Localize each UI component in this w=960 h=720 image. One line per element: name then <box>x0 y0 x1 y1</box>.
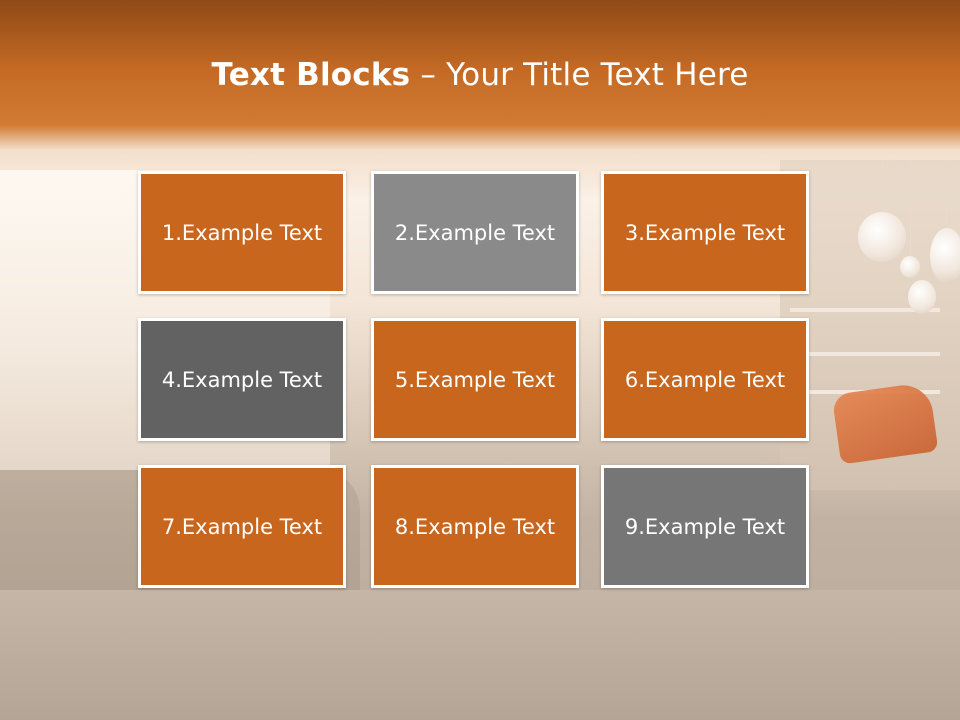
background-chair <box>831 381 939 465</box>
text-block-label: 1.Example Text <box>161 220 323 245</box>
text-block-label: 7.Example Text <box>161 514 323 539</box>
text-block-4[interactable]: 4.Example Text <box>138 318 346 441</box>
text-block-1[interactable]: 1.Example Text <box>138 171 346 294</box>
lamp-wire <box>946 160 947 232</box>
background-rug <box>0 590 960 720</box>
text-block-2[interactable]: 2.Example Text <box>371 171 579 294</box>
text-block-7[interactable]: 7.Example Text <box>138 465 346 588</box>
lamp-wire <box>882 160 883 220</box>
pendant-lamp <box>858 212 906 262</box>
slide-title: Text Blocks – Your Title Text Here <box>0 52 960 98</box>
text-block-label: 9.Example Text <box>624 514 786 539</box>
text-block-3[interactable]: 3.Example Text <box>601 171 809 294</box>
title-bold: Text Blocks <box>211 57 411 93</box>
pendant-lamp <box>908 280 936 314</box>
text-block-label: 4.Example Text <box>161 367 323 392</box>
text-block-label: 5.Example Text <box>394 367 556 392</box>
lamp-wire <box>910 160 911 260</box>
text-block-6[interactable]: 6.Example Text <box>601 318 809 441</box>
pendant-lamp <box>900 256 920 278</box>
text-block-8[interactable]: 8.Example Text <box>371 465 579 588</box>
text-block-label: 8.Example Text <box>394 514 556 539</box>
text-block-label: 3.Example Text <box>624 220 786 245</box>
background-shelf <box>790 352 940 356</box>
pendant-lamp <box>930 228 960 284</box>
title-separator: – <box>410 57 447 93</box>
text-block-label: 2.Example Text <box>394 220 556 245</box>
text-block-label: 6.Example Text <box>624 367 786 392</box>
title-rest: Your Title Text Here <box>446 57 749 93</box>
text-block-9[interactable]: 9.Example Text <box>601 465 809 588</box>
background-shelf <box>790 308 940 312</box>
text-block-5[interactable]: 5.Example Text <box>371 318 579 441</box>
text-blocks-grid: 1.Example Text 2.Example Text 3.Example … <box>138 170 816 594</box>
